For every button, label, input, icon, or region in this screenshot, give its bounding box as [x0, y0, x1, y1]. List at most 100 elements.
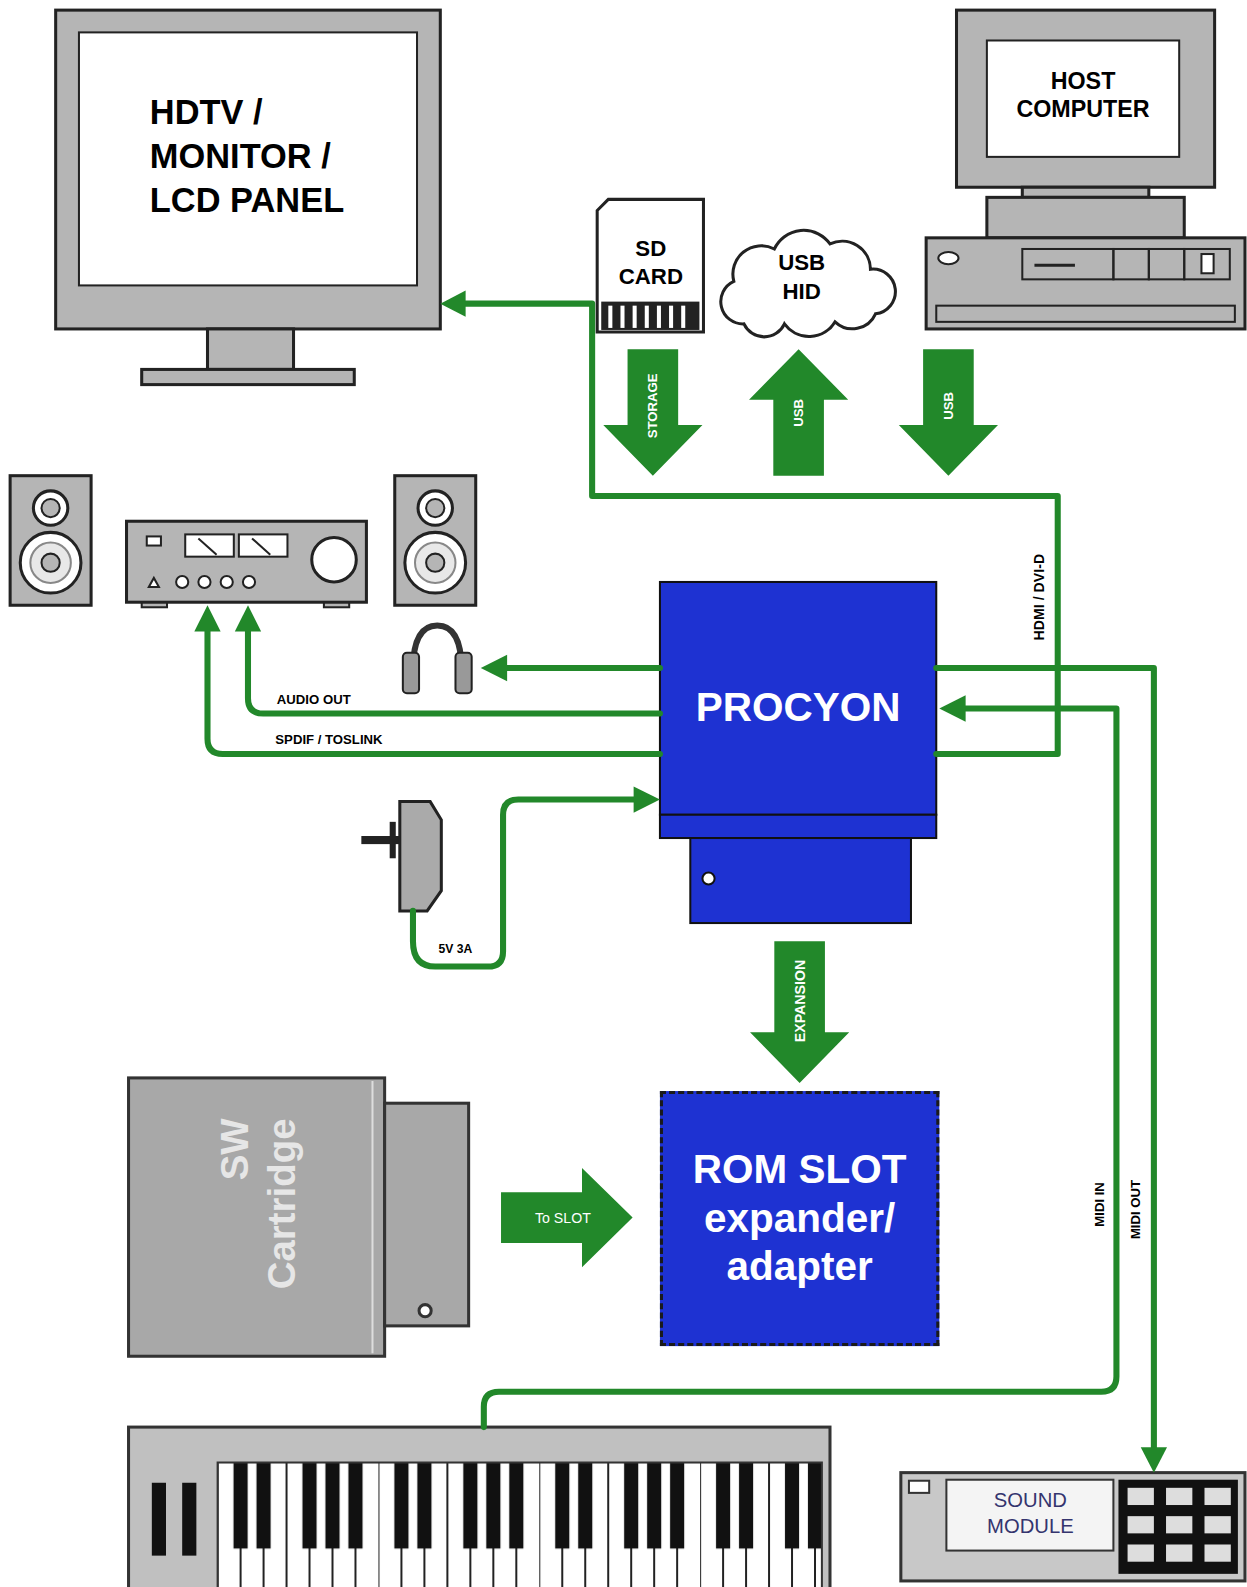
sound-module-drawing	[946, 1480, 1113, 1551]
amplifier-drawing	[185, 534, 234, 556]
sound-module-drawing	[901, 1473, 1245, 1581]
connector-line	[464, 304, 1058, 754]
sound-module-drawing	[1204, 1516, 1230, 1533]
sound-module-drawing	[1204, 1488, 1230, 1505]
monitor-screen: HDTV / MONITOR / LCD PANEL	[56, 10, 441, 329]
amplifier-drawing	[147, 536, 161, 545]
sound-module-drawing	[1128, 1516, 1154, 1533]
node-text: PROCYON	[660, 682, 936, 731]
signal-wire	[207, 631, 659, 754]
amplifier-drawing	[149, 578, 159, 587]
amplifier-drawing	[221, 576, 233, 588]
sd-card-drawing	[645, 306, 649, 328]
computer-drawing	[987, 197, 1184, 237]
procyon-drawing	[660, 582, 936, 923]
signal-label: 5V 3A	[439, 942, 473, 956]
speaker-drawing	[415, 542, 455, 582]
sd-card-drawing	[633, 306, 637, 328]
edge-label: USB	[791, 399, 806, 427]
sound-module-drawing	[1166, 1488, 1192, 1505]
edge-label: HDMI / DVI-D	[1030, 554, 1046, 641]
headphones-drawing	[403, 653, 419, 693]
computer-drawing	[1034, 264, 1074, 267]
monitor-drawing	[79, 32, 417, 285]
block-arrow	[501, 1168, 633, 1267]
sound-module-drawing	[1118, 1480, 1237, 1574]
sound-module-drawing	[1128, 1544, 1154, 1561]
sd-card-drawing	[681, 306, 685, 328]
procyon-drawing	[702, 872, 714, 884]
node-text: HOST COMPUTER	[1002, 67, 1164, 124]
connector	[501, 1168, 633, 1267]
computer-drawing	[926, 10, 1245, 329]
sound-module-drawing	[909, 1481, 929, 1493]
keyboard-drawing	[218, 1463, 822, 1587]
connector	[749, 349, 848, 476]
speaker-drawing	[33, 491, 67, 525]
rom-slot-expander: ROM SLOT expander/ adapter	[660, 1091, 939, 1346]
speaker-drawing	[30, 542, 70, 582]
edge-label: MIDI OUT	[1128, 1180, 1143, 1239]
wire-arrowhead	[481, 655, 507, 681]
monitor-drawing	[207, 329, 293, 369]
arrowhead	[1141, 1447, 1167, 1472]
usb-cloud-drawing	[721, 230, 896, 337]
speaker-drawing	[426, 554, 444, 572]
sd-card-drawing	[620, 306, 624, 328]
keyboard-drawing	[182, 1483, 196, 1556]
signal-wire	[207, 631, 1116, 1428]
sound-module-drawing	[1204, 1544, 1230, 1561]
cartridge-drawing	[419, 1305, 431, 1317]
sound-module-drawing	[1166, 1516, 1192, 1533]
speaker-drawing	[426, 499, 444, 517]
headphones-drawing	[403, 625, 472, 693]
host-computer: HOST COMPUTER	[926, 10, 1245, 329]
cartridge-drawing	[371, 1081, 373, 1353]
computer-drawing	[1149, 249, 1184, 279]
signal-wire	[248, 631, 660, 714]
connector	[603, 349, 702, 476]
keyboard-drawing	[129, 1427, 830, 1587]
edge-label: EXPANSION	[792, 960, 808, 1042]
block-arrow	[749, 349, 848, 476]
block-arrow	[603, 349, 702, 476]
edge-label: To SLOT	[535, 1209, 591, 1225]
node-text: SW Cartridge	[212, 1118, 305, 1320]
edge-label: USB	[941, 392, 956, 420]
computer-drawing	[926, 238, 1245, 329]
amplifier-drawing	[127, 521, 367, 602]
speaker-drawing	[405, 532, 466, 593]
sound-module-drawing	[901, 1473, 1245, 1581]
sd-card-drawing	[608, 306, 612, 328]
arrowhead	[440, 290, 465, 316]
headphones-drawing	[455, 653, 471, 693]
node-text: SD CARD	[605, 235, 696, 292]
amplifier-drawing	[198, 538, 216, 554]
sound-module-drawing	[1128, 1488, 1154, 1505]
node-text: HDTV / MONITOR / LCD PANEL	[150, 91, 378, 222]
connector	[936, 668, 1167, 1473]
software-cartridge: SW Cartridge	[129, 1078, 469, 1356]
node-text: ROM SLOT expander/ adapter	[678, 1145, 921, 1291]
computer-drawing	[1201, 254, 1213, 273]
amplifier-drawing	[252, 538, 270, 554]
signal-wire	[413, 800, 635, 967]
sd-card: SD CARD	[597, 199, 703, 332]
sd-card-drawing	[597, 199, 703, 332]
node-text: SOUND MODULE	[965, 1487, 1097, 1540]
amplifier-drawing	[239, 534, 288, 556]
amplifier-drawing	[243, 576, 255, 588]
procyon-unit: PROCYON	[660, 582, 936, 923]
sd-card-drawing	[601, 302, 699, 330]
usb-cloud-drawing	[721, 230, 896, 337]
keyboard-drawing	[152, 1483, 166, 1556]
monitor-drawing	[142, 369, 355, 384]
computer-drawing	[1022, 249, 1113, 279]
speaker-drawing	[395, 476, 476, 606]
wire-arrowhead	[939, 695, 965, 721]
power-adapter-drawing	[390, 822, 396, 858]
connector-line	[936, 668, 1154, 1449]
computer-drawing	[1184, 249, 1230, 279]
